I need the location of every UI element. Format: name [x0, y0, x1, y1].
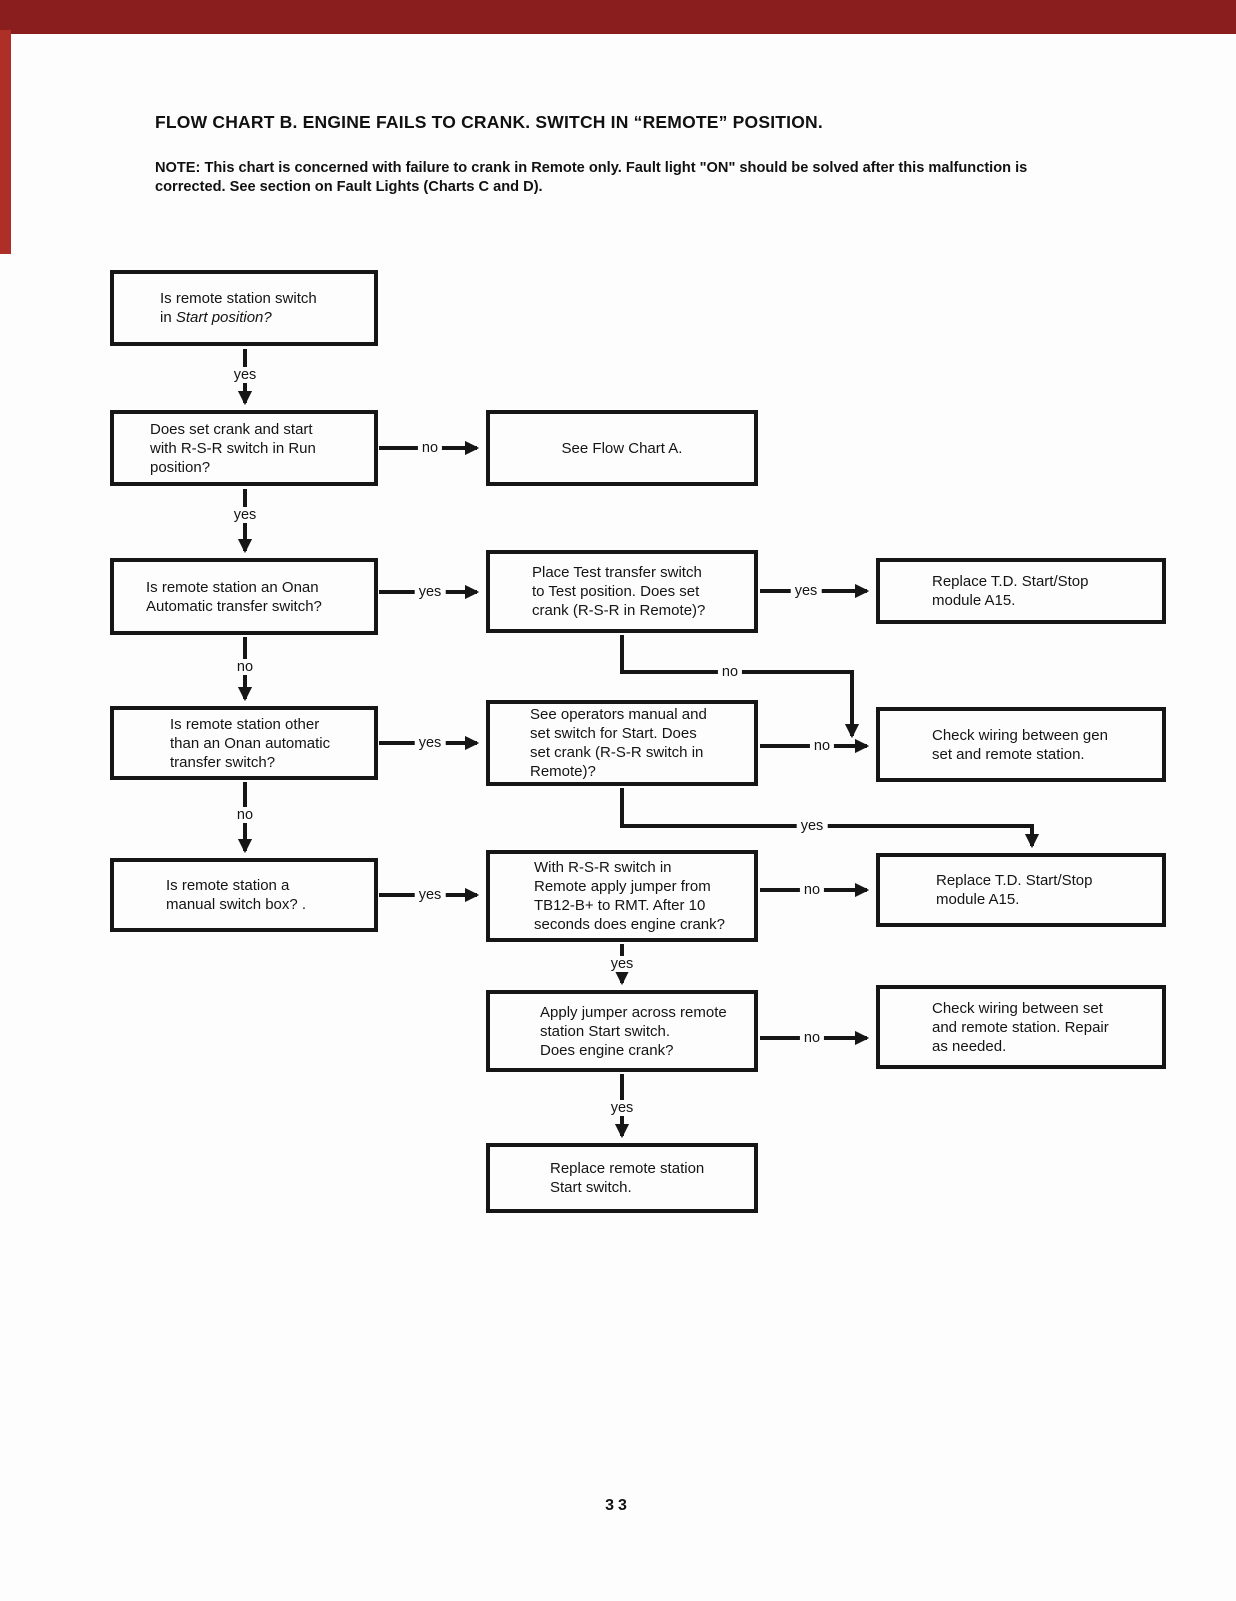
box-text-line: TB12-B+ to RMT. After 10 — [534, 897, 706, 914]
flow-box-jumper-start-switch: Apply jumper across remote station Start… — [486, 990, 758, 1072]
box-text-line: seconds does engine crank? — [534, 916, 725, 933]
box-text-line: module A15. — [932, 592, 1016, 609]
box-text-line: in Start position? — [160, 309, 272, 326]
box-text-line: Is remote station switch — [160, 290, 317, 307]
box-text-line: Apply jumper across remote — [540, 1003, 727, 1021]
box-text-line: Is remote station an Onan — [146, 578, 319, 596]
flow-box-replace-start-switch: Replace remote station Start switch. — [486, 1143, 758, 1213]
box-text-line: position? — [150, 458, 211, 476]
box-text-line: Replace T.D. Start/Stop — [936, 872, 1093, 889]
connector-label-yes: yes — [796, 818, 828, 834]
flow-box-operators-manual: See operators manual and set switch for … — [486, 700, 758, 786]
box-text-line: Check wiring between set — [932, 999, 1103, 1017]
box-text-line: than an Onan automatic — [170, 734, 331, 752]
flow-box-jumper-tb12: With R-S-R switch in Remote apply jumper… — [486, 850, 758, 942]
scan-red-top-bar — [0, 0, 1236, 34]
connector-label-yes: yes — [229, 367, 261, 383]
box-text-line: With R-S-R switch in — [534, 859, 672, 876]
connector-label-no: no — [232, 659, 258, 675]
box-text-line: See operators manual and — [530, 706, 707, 723]
flow-box-replace-td-module-2: Replace T.D. Start/Stop module A15. — [876, 853, 1166, 927]
box-text-line: Automatic transfer switch? — [146, 597, 322, 615]
box-text-line: set and remote station. — [932, 745, 1085, 763]
box-text-line: station Start switch. — [540, 1022, 671, 1040]
box-text-line: Is remote station other — [170, 715, 320, 733]
connector-label-yes: yes — [606, 1100, 638, 1116]
box-text-line: Is remote station a — [166, 877, 290, 894]
flow-box-onan-ats-question: Is remote station an Onan Automatic tran… — [110, 558, 378, 635]
connector-label-yes: yes — [606, 956, 638, 972]
box-text-line: Remote)? — [530, 763, 596, 780]
flow-box-test-transfer-switch: Place Test transfer switch to Test posit… — [486, 550, 758, 633]
connector-label-no: no — [417, 440, 443, 456]
page-number: 33 — [605, 1497, 631, 1514]
flow-box-manual-switch-box-question: Is remote station a manual switch box? . — [110, 858, 378, 932]
box-text-line: Does set crank and start — [150, 420, 313, 438]
box-text-line: set crank (R-S-R switch in — [530, 744, 704, 761]
box-text-line: manual switch box? . — [166, 896, 307, 913]
flow-box-check-wiring-gen: Check wiring between gen set and remote … — [876, 707, 1166, 782]
flow-box-replace-td-module-1: Replace T.D. Start/Stop module A15. — [876, 558, 1166, 624]
box-text-line: transfer switch? — [170, 753, 276, 771]
box-text-line: See Flow Chart A. — [561, 439, 683, 457]
flow-box-check-wiring-set: Check wiring between set and remote stat… — [876, 985, 1166, 1069]
connector-label-no: no — [809, 738, 835, 754]
chart-title: FLOW CHART B. ENGINE FAILS TO CRANK. SWI… — [155, 112, 823, 132]
connector-label-yes: yes — [414, 584, 446, 600]
connector-label-yes: yes — [414, 887, 446, 903]
box-text-line: Does engine crank? — [540, 1041, 674, 1059]
box-text-line: with R-S-R switch in Run — [150, 439, 316, 457]
box-text-line: Check wiring between gen — [932, 726, 1108, 744]
chart-note: NOTE: This chart is concerned with failu… — [155, 159, 1120, 197]
connector-label-yes: yes — [229, 507, 261, 523]
connector-label-no: no — [799, 882, 825, 898]
flow-box-crank-run-question: Does set crank and start with R-S-R swit… — [110, 410, 378, 486]
connector-label-no: no — [799, 1030, 825, 1046]
flow-box-remote-start-question: Is remote station switch in Start positi… — [110, 270, 378, 346]
scan-red-left-strip — [0, 30, 11, 254]
box-text-line: to Test position. Does set — [532, 583, 700, 600]
box-text-line: crank (R-S-R in Remote)? — [532, 602, 706, 619]
box-text-line: Replace remote station — [550, 1160, 705, 1177]
connector-label-yes: yes — [414, 735, 446, 751]
flow-box-other-ats-question: Is remote station other than an Onan aut… — [110, 706, 378, 780]
box-text-line: module A15. — [936, 891, 1020, 908]
box-text-line: Start switch. — [550, 1179, 632, 1196]
box-text-line: Remote apply jumper from — [534, 878, 711, 895]
arrow-i-yes — [620, 788, 1040, 849]
box-text-line: Replace T.D. Start/Stop — [932, 573, 1089, 590]
connector-label-no: no — [717, 664, 743, 680]
connector-label-no: no — [232, 807, 258, 823]
chart-note-line1: NOTE: This chart is concerned with failu… — [155, 160, 1028, 176]
connector-label-yes: yes — [790, 583, 822, 599]
box-text-line: as needed. — [932, 1037, 1007, 1055]
box-text-line: and remote station. Repair — [932, 1018, 1109, 1036]
flow-box-see-flow-chart-a: See Flow Chart A. — [486, 410, 758, 486]
box-text-line: Place Test transfer switch — [532, 564, 702, 581]
chart-note-line2: corrected. See section on Fault Lights (… — [155, 179, 543, 195]
box-text-line: set switch for Start. Does — [530, 725, 697, 742]
